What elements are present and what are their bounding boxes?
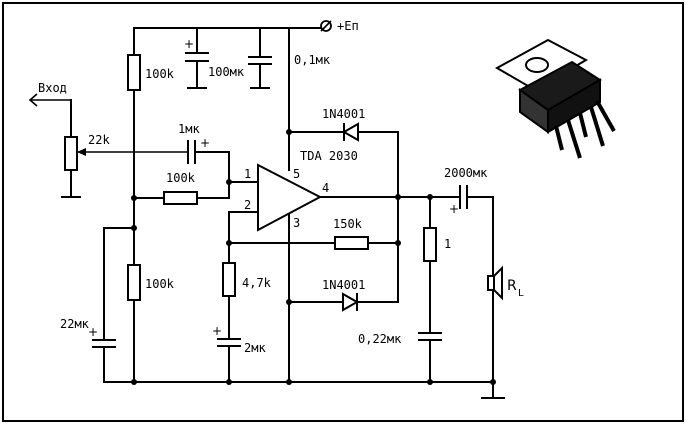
diode-top [341,122,359,142]
junction-diode-top [286,129,292,135]
capacitor-22mk-plus: + [88,325,98,339]
capacitor-22mk [92,339,116,348]
resistor-1-ohm-label: 1 [444,237,451,251]
input-label: Вход [38,81,67,95]
potentiometer-label: 22k [88,133,110,147]
resistor-1-ohm [423,227,437,262]
capacitor-2mk [217,338,241,347]
pin4-label: 4 [322,181,329,195]
ic-package-icon [494,38,616,159]
junction-pin1 [226,179,232,185]
junction-diode-bottom [286,299,292,305]
pin1-label: 1 [244,167,251,181]
resistor-100k-top [127,54,141,91]
resistor-100k-feedback [163,191,198,205]
resistor-100k-top-label: 100k [145,67,175,81]
capacitor-100mk-plus: + [184,37,194,51]
resistor-4-7k [222,262,236,297]
capacitor-1mk [187,140,196,164]
capacitor-2mk-plus: + [212,324,222,338]
load-label: R [507,278,517,294]
junction-output [395,194,401,200]
potentiometer-22k [64,136,78,171]
speaker-icon [487,265,503,301]
capacitor-22mk-label: 22мк [60,317,90,331]
power-terminal [320,20,332,32]
capacitor-0-1mk [248,27,272,89]
capacitor-2mk-label: 2мк [244,341,266,355]
capacitor-0-1mk-label: 0,1мк [294,53,331,67]
ic-label: TDA 2030 [300,149,358,163]
diode-bottom-label: 1N4001 [322,278,365,292]
capacitor-100mk [185,27,209,89]
capacitor-100mk-label: 100мк [208,65,245,79]
input-arrow [28,93,38,107]
resistor-100k-bottom [127,264,141,301]
pin2-label: 2 [244,198,251,212]
wiper-arrow [77,148,86,156]
capacitor-0-22mk-label: 0,22мк [358,332,402,346]
resistor-100k-feedback-label: 100k [166,171,196,185]
capacitor-1mk-plus: + [200,136,210,150]
power-rail [133,27,321,171]
pin5-label: 5 [293,167,300,181]
diagram-frame [2,2,684,422]
resistor-100k-bottom-label: 100k [145,277,175,291]
resistor-4-7k-label: 4,7k [242,276,272,290]
load-label-sub: L [518,288,524,299]
junction-150k [395,240,401,246]
capacitor-1mk-label: 1мк [178,122,200,136]
capacitor-2000mk-plus: + [449,202,459,216]
power-label: +Еп [337,19,359,33]
resistor-150k-label: 150k [333,217,363,231]
diode-top-label: 1N4001 [322,107,365,121]
capacitor-2000mk [459,185,468,209]
capacitor-0-22mk [418,332,442,341]
capacitor-2000mk-label: 2000мк [444,166,488,180]
pin3-label: 3 [293,216,300,230]
resistor-150k [334,236,369,250]
diode-bottom [342,292,360,312]
